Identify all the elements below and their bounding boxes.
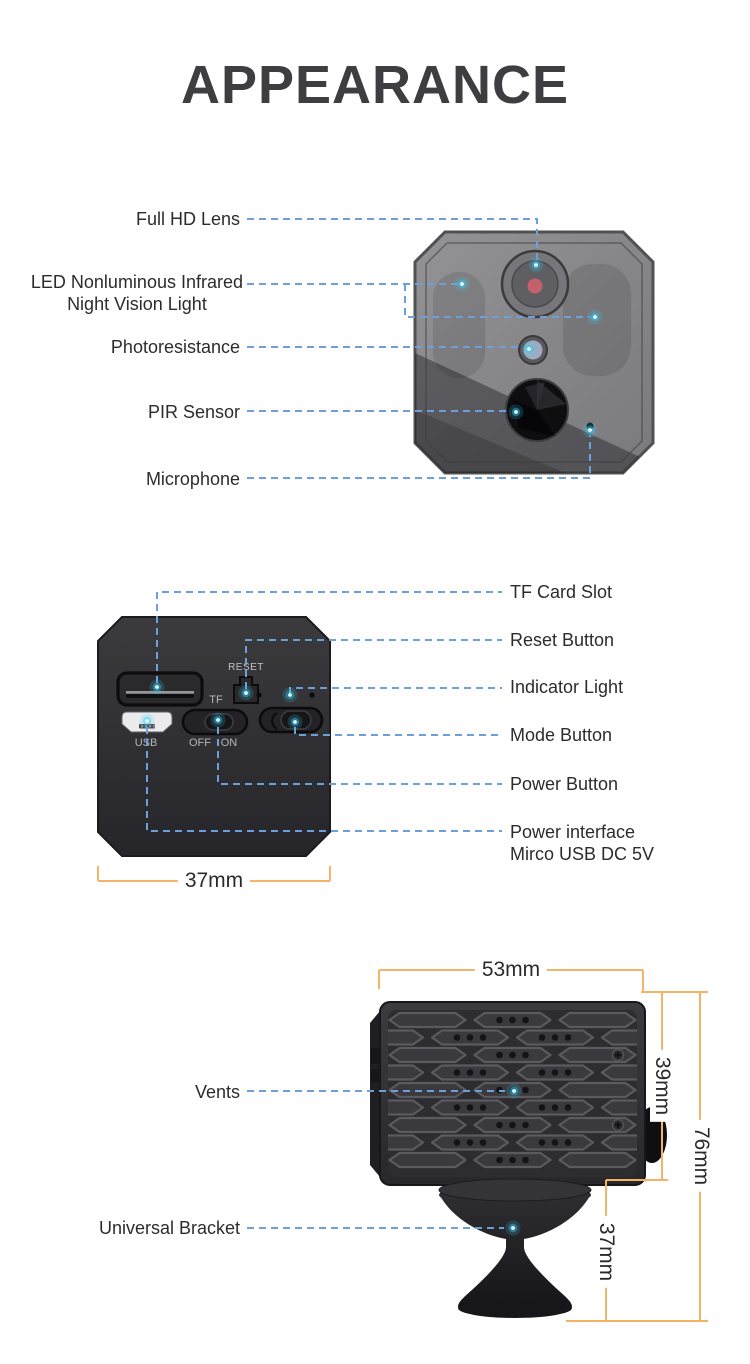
dim-text-total-height: 76mm [689, 1119, 713, 1193]
back-camera-illustration [370, 1001, 667, 1318]
label-power-interface: Power interface Mirco USB DC 5V [510, 821, 654, 865]
label-microphone: Microphone [145, 469, 240, 489]
ir-led-panel-left [433, 272, 485, 378]
dot-pir [508, 404, 524, 420]
dot-mode [287, 714, 303, 730]
label-led-line2: Night Vision Light [67, 294, 207, 314]
screw-top [611, 1048, 625, 1062]
label-photoresistance: Photoresistance [110, 337, 240, 357]
leader-microphone [247, 435, 591, 479]
label-reset-button: Reset Button [510, 630, 615, 650]
dim-text-bottom-width: 37mm [177, 869, 251, 893]
label-led-line1: LED Nonluminous Infrared [30, 272, 243, 292]
page-title: APPEARANCE [180, 55, 570, 115]
dim-text-body-height: 39mm [650, 1049, 674, 1123]
dot-photoresistance [521, 341, 537, 357]
leader-led-right [404, 284, 590, 318]
side-button-bottom [371, 1069, 381, 1082]
label-tf-card-slot: TF Card Slot [510, 582, 613, 602]
label-power-interface-line1: Power interface [510, 822, 636, 842]
off-label-on-device: OFF [189, 737, 211, 749]
dot-bracket [505, 1220, 521, 1236]
label-mode-button: Mode Button [510, 725, 613, 745]
on-label-on-device: ON [221, 737, 238, 749]
leader-power-button [217, 727, 502, 785]
leader-full-hd-lens [247, 218, 538, 263]
bottom-body [97, 616, 331, 857]
universal-bracket [438, 1178, 592, 1318]
dot-reset [238, 685, 254, 701]
leader-reset-button [245, 639, 502, 689]
reset-label-on-device: RESET [228, 662, 264, 673]
leader-tf-card-slot [156, 591, 502, 683]
label-power-button: Power Button [510, 774, 619, 794]
label-vents: Vents [194, 1082, 240, 1102]
camera-lens [500, 249, 570, 319]
screw-bottom [611, 1118, 625, 1132]
dot-lens [528, 257, 544, 273]
label-led-night-vision: LED Nonluminous Infrared Night Vision Li… [31, 271, 243, 315]
label-power-interface-line2: Mirco USB DC 5V [510, 844, 655, 864]
label-pir-sensor: PIR Sensor [147, 402, 240, 422]
tf-label-on-device: TF [209, 694, 223, 706]
dot-led-left [454, 276, 470, 292]
dot-power [210, 712, 226, 728]
dot-vents [506, 1083, 522, 1099]
dot-microphone [582, 422, 598, 438]
dot-indicator [282, 687, 298, 703]
dim-text-back-width: 53mm [474, 958, 548, 982]
bottom-camera-illustration: TF RESET USB OFF ON [97, 616, 331, 857]
leader-mode-button [294, 727, 502, 736]
dim-text-bracket-height: 37mm [594, 1215, 618, 1289]
dot-tf-slot [149, 679, 165, 695]
leader-lines [146, 218, 591, 1229]
leader-power-interface [146, 727, 502, 832]
dot-usb [139, 713, 155, 729]
left-side-face [370, 1011, 380, 1177]
dot-led-right [587, 309, 603, 325]
front-inner-frame [425, 242, 643, 463]
label-indicator-light: Indicator Light [510, 677, 624, 697]
label-full-hd-lens: Full HD Lens [135, 209, 240, 229]
pir-sensor [505, 378, 569, 442]
label-universal-bracket: Universal Bracket [98, 1218, 240, 1238]
side-button-top [371, 1048, 380, 1064]
